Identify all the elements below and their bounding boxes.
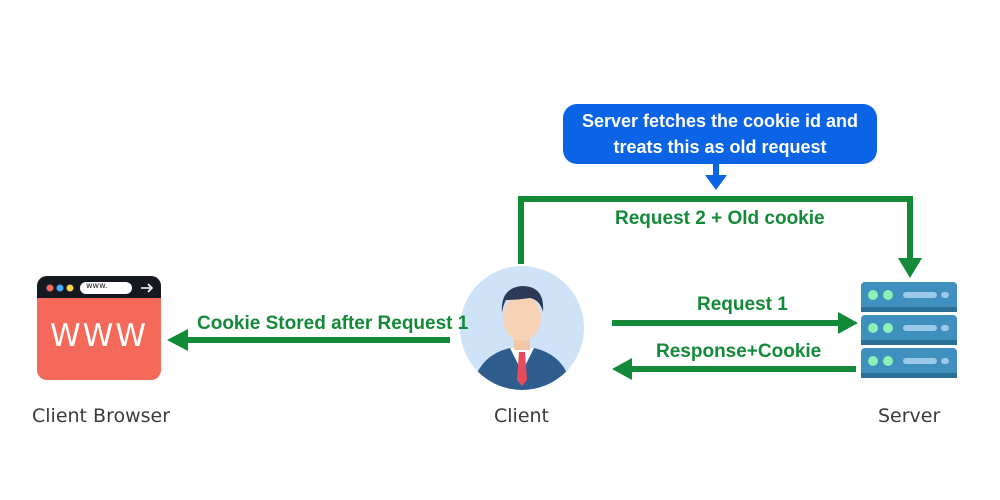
client-browser-label: Client Browser <box>32 405 171 427</box>
cookie-stored-label: Cookie Stored after Request 1 <box>197 313 469 334</box>
callout-pointer-arrowhead <box>705 175 727 190</box>
response-label: Response+Cookie <box>656 341 822 362</box>
server-icon <box>861 282 957 378</box>
client-avatar-icon <box>460 266 584 390</box>
request2-label: Request 2 + Old cookie <box>615 208 825 229</box>
client-label: Client <box>494 405 550 427</box>
server-callout: Server fetches the cookie id and treats … <box>563 104 877 164</box>
browser-url-text: www. <box>86 281 108 290</box>
request2-loop-line <box>518 196 913 264</box>
callout-line-2: treats this as old request <box>613 137 827 157</box>
browser-icon <box>37 276 161 380</box>
response-arrowhead <box>612 358 632 380</box>
browser-www-text: WWW <box>50 318 148 354</box>
request1-arrowhead <box>838 312 858 334</box>
server-label: Server <box>878 405 941 427</box>
request1-label: Request 1 <box>697 294 788 315</box>
callout-line-1: Server fetches the cookie id and <box>581 111 859 131</box>
request2-arrowhead <box>898 258 922 278</box>
cookie-stored-arrowhead <box>167 329 188 351</box>
